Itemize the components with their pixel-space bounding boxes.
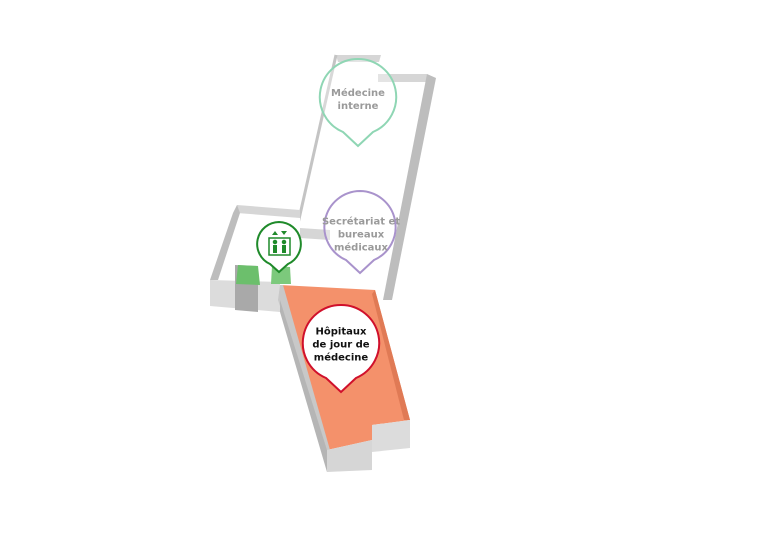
marker-medecine-interne[interactable]	[318, 57, 398, 148]
elevator-shaft	[236, 265, 260, 285]
label-line: interne	[337, 101, 379, 112]
elevator-icon	[268, 231, 291, 256]
label-line: bureaux	[337, 229, 385, 241]
marker-elevator[interactable]	[256, 220, 302, 274]
label-line: Médecine	[331, 88, 385, 99]
label-line: Secrétariat et	[321, 216, 401, 228]
room-label-secretariat: Secrétariat et bureaux médicaux	[322, 216, 400, 255]
room-label-hopitaux-de-jour: Hôpitaux de jour de médecine	[312, 326, 369, 365]
marker-hopitaux-de-jour[interactable]	[301, 303, 381, 394]
label-line: médicaux	[333, 242, 389, 254]
label-line: médecine	[313, 352, 369, 364]
label-line: de jour de	[312, 339, 370, 351]
room-label-medecine-interne: Médecine interne	[331, 87, 385, 113]
marker-secretariat[interactable]	[323, 189, 397, 275]
elevator-hall[interactable]	[210, 205, 330, 312]
label-line: Hôpitaux	[315, 326, 367, 338]
